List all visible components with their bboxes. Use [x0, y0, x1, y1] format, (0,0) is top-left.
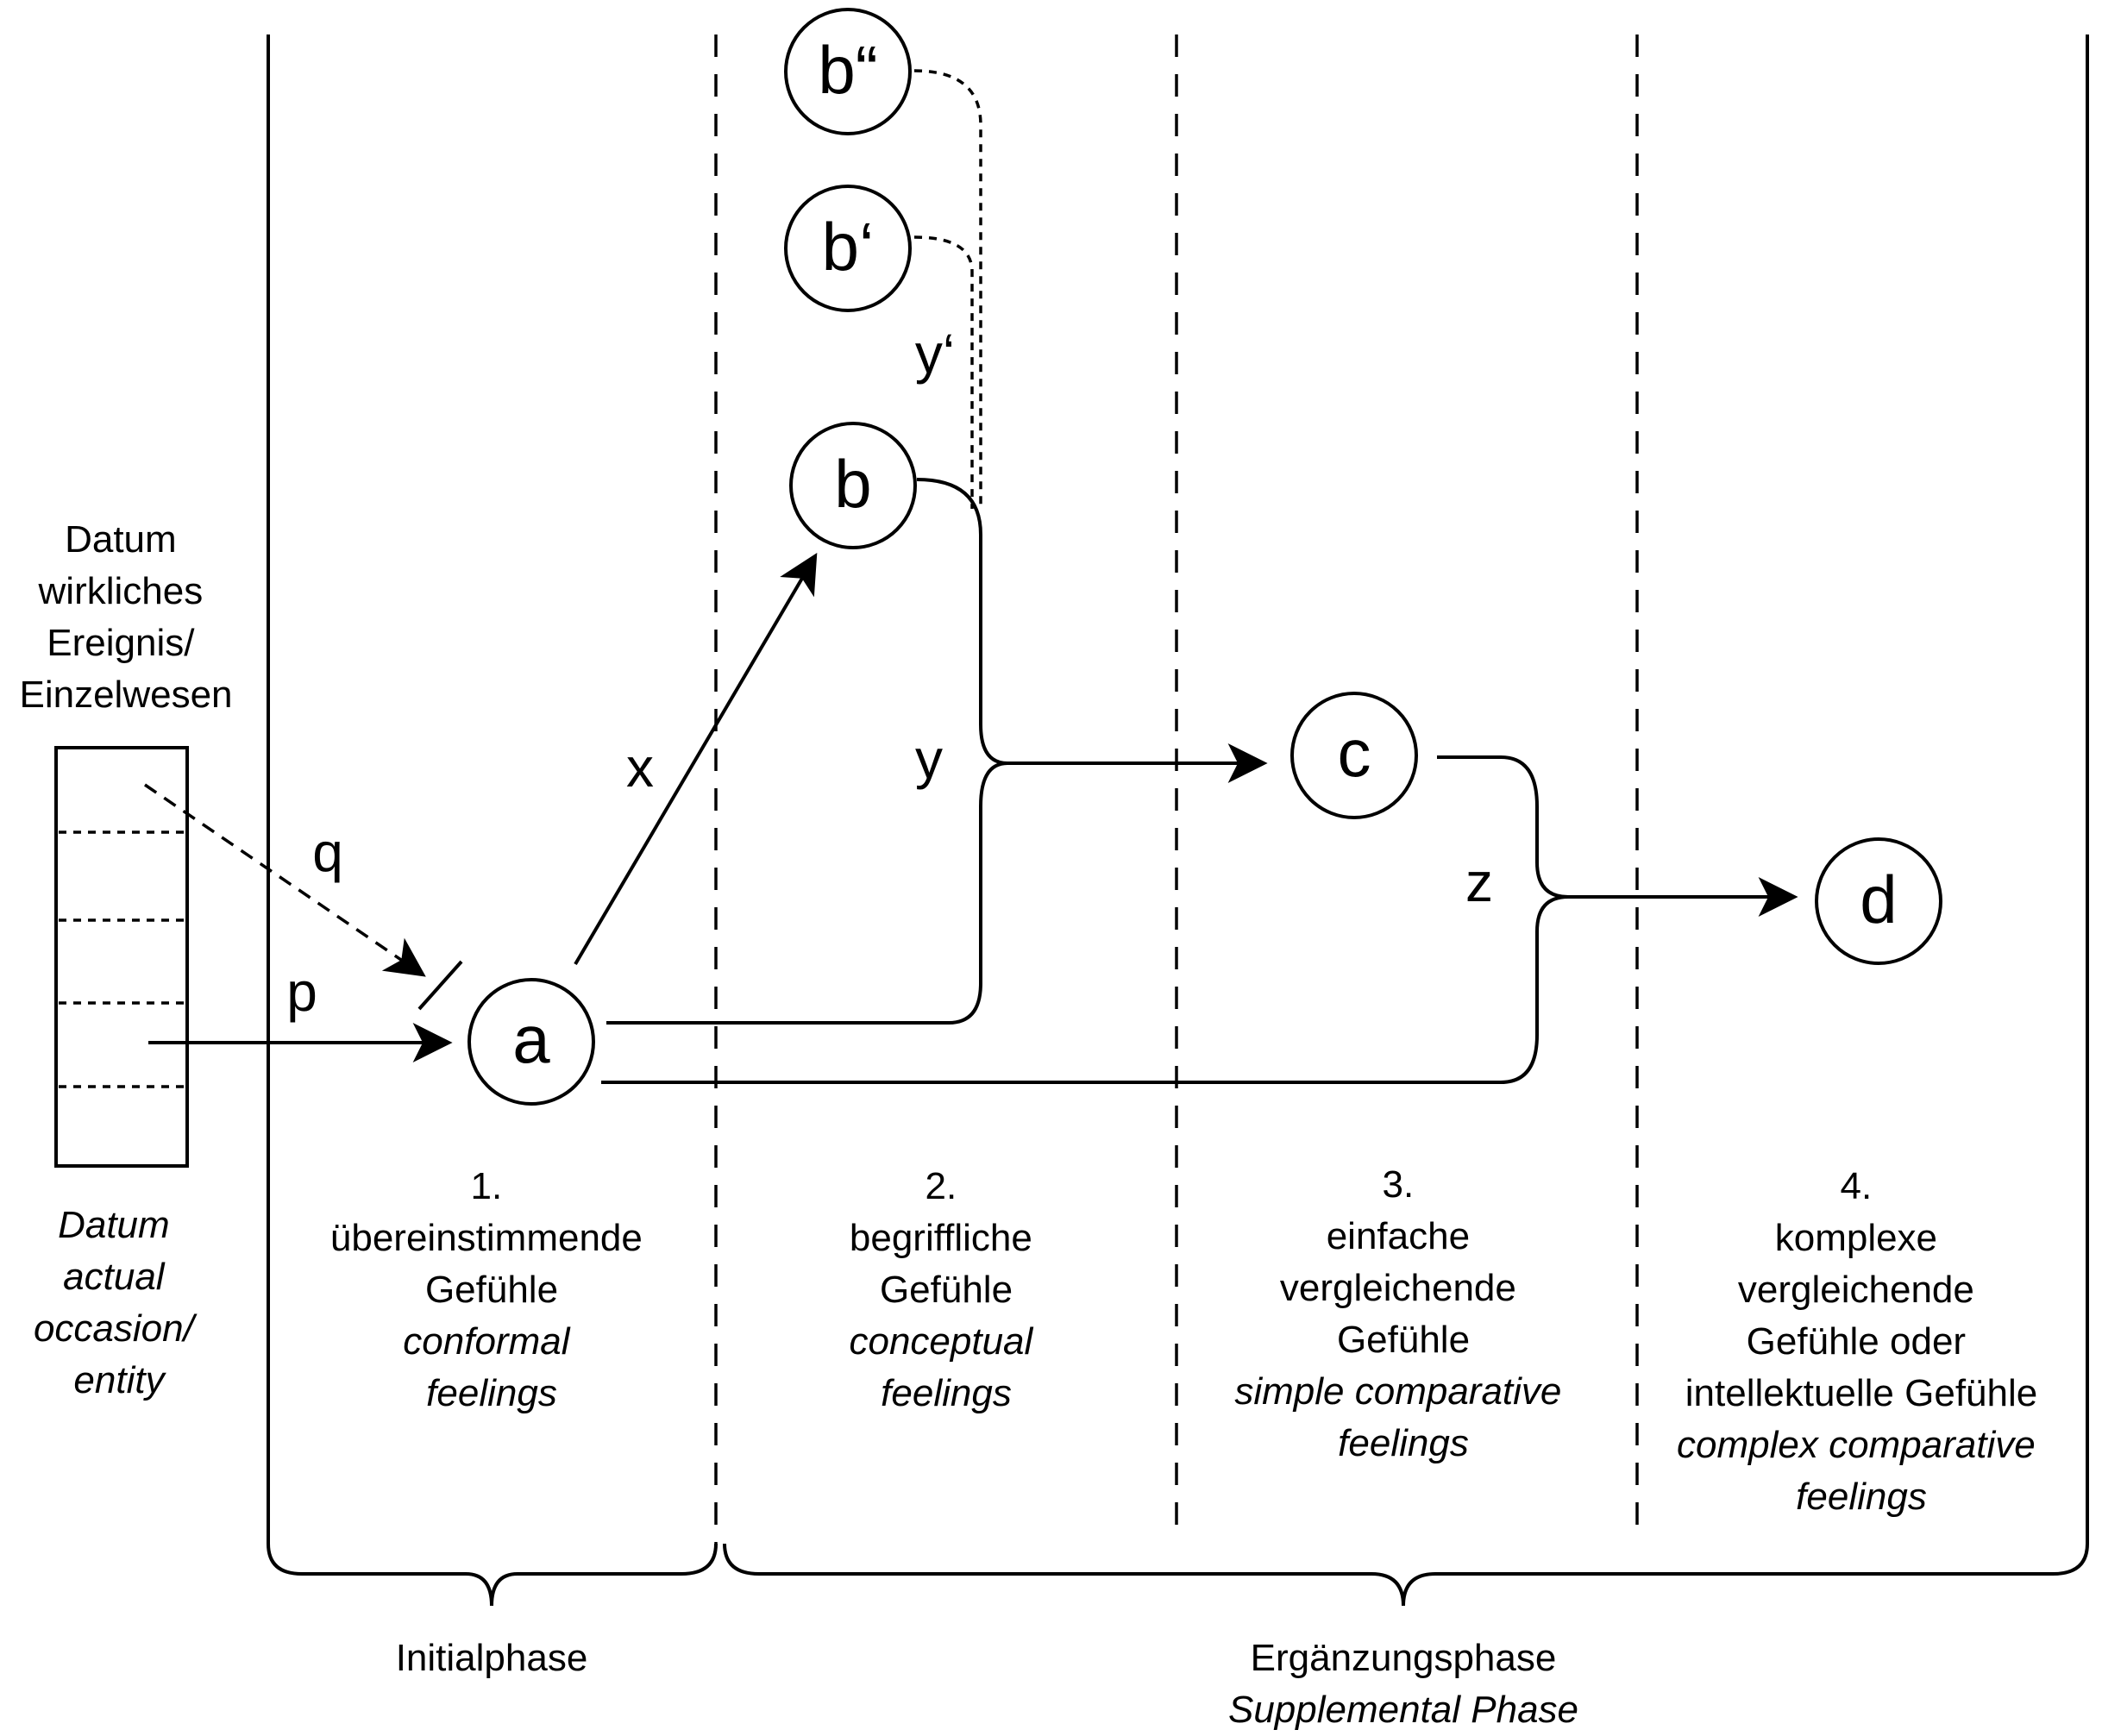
arrow-q: [144, 783, 426, 977]
stage-4-caption: 4. komplexe vergleichende Gefühle oder i…: [1685, 1165, 2037, 1414]
datum-label-en: Datum actual occasion/ entity: [34, 1204, 204, 1401]
b-to-brace-y: [916, 478, 1008, 765]
phase-supplemental-label-en: Supplemental Phase: [1228, 1689, 1578, 1731]
edge-label-q: q: [312, 821, 343, 883]
phase-supplemental-label: Ergänzungsphase: [1251, 1637, 1557, 1679]
phase-initial-label: Initialphase: [396, 1637, 588, 1679]
node-b2-label: b“: [818, 32, 877, 108]
stage-2-caption: 2. begriffliche Gefühle: [850, 1165, 1043, 1311]
datum-box: [54, 746, 189, 1168]
arrow-x: [574, 553, 818, 966]
edge-label-p: p: [286, 961, 317, 1023]
stage-1-caption-en: conformal feelings: [403, 1320, 580, 1414]
brace-initial: [267, 1543, 718, 1607]
datum-label-de: Datum wirkliches Ereignis/ Einzelwesen: [19, 518, 232, 716]
stage-3-caption-en: simple comparative feelings: [1234, 1370, 1572, 1464]
edge-label-y: y: [915, 728, 943, 790]
q-block-mark: [417, 960, 463, 1011]
node-c-label: c: [1338, 715, 1371, 791]
a-to-brace-z: [601, 895, 1569, 1084]
edge-label-x: x: [626, 736, 654, 799]
stage-3-caption: 3. einfache vergleichende Gefühle: [1280, 1163, 1527, 1361]
node-b1: [784, 185, 912, 312]
brace-supplemental: [723, 1543, 2089, 1607]
edge-label-y1: y‘: [915, 323, 955, 385]
node-a-label: a: [512, 1001, 550, 1077]
node-b-label: b: [834, 446, 871, 522]
node-b2: [784, 8, 912, 135]
node-b: [789, 422, 917, 549]
a-to-brace-y: [606, 761, 1008, 1025]
stage-1-caption: 1. übereinstimmende Gefühle: [330, 1165, 653, 1311]
node-d: [1815, 837, 1942, 965]
edge-label-z: z: [1465, 851, 1493, 913]
c-to-brace-z: [1437, 755, 1569, 899]
node-d-label: d: [1860, 862, 1897, 937]
node-b1-label: b‘: [822, 209, 875, 285]
stage-4-caption-en: complex comparative feelings: [1677, 1424, 2046, 1518]
node-c: [1290, 692, 1418, 819]
b2-to-y1: [913, 69, 982, 509]
node-a: [467, 978, 595, 1106]
b1-to-y1: [913, 235, 974, 509]
stage-2-caption-en: conceptual feelings: [849, 1320, 1043, 1414]
